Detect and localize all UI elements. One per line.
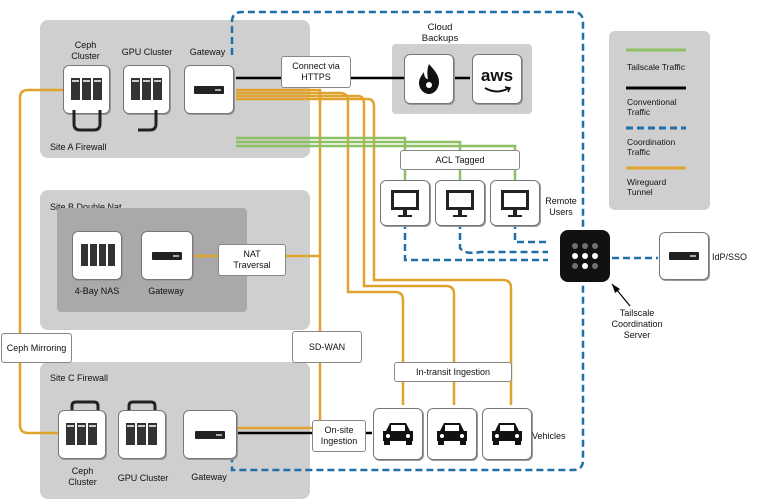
site-c-ceph-loop-icon [70,400,100,414]
server-device-icon [669,252,699,260]
server-rack-icon [66,423,97,445]
flame-logo-icon [419,64,439,94]
in-transit-ingestion-tag: In-transit Ingestion [394,362,512,382]
site-a-gpu-cluster[interactable] [123,65,170,114]
tailscale-coordination-server[interactable] [560,230,610,282]
legend-wireguard-label: Wireguard Tunnel [627,177,667,197]
flame-logo-card[interactable] [404,54,454,104]
wireguard-site-a-to-sdwan [236,88,322,430]
vehicle-1[interactable] [373,408,423,460]
coordination-link-outer [230,10,585,472]
site-b-gateway[interactable] [141,231,193,280]
vehicle-3[interactable] [482,408,532,460]
aws-smile-icon [484,86,512,93]
cloud-backups-title: Cloud Backups [421,22,459,44]
site-a-gpu-label: GPU Cluster [121,47,173,57]
site-a-ceph-cluster[interactable] [63,65,110,114]
aws-logo-card[interactable]: aws [472,54,522,104]
site-c-gateway-label: Gateway [191,472,227,482]
remote-user-1[interactable] [380,180,430,226]
site-a-ceph-loop-icon [72,110,102,132]
site-b-label: Site B Double Nat [50,202,122,212]
site-b-nas-label: 4-Bay NAS [74,286,120,296]
nas-icon [81,244,115,266]
site-b-nas[interactable] [72,231,122,280]
site-c-ceph-cluster[interactable] [58,410,106,459]
sd-wan-tag: SD-WAN [292,331,362,363]
legend-panel [609,31,710,210]
site-a-gateway[interactable] [184,65,234,114]
site-a-label: Site A Firewall [50,142,107,152]
wireguard-transit-2 [236,94,456,405]
ceph-mirroring-tag: Ceph Mirroring [1,333,72,363]
legend-conventional-label: Conventional Traffic [627,97,677,117]
site-c-gpu-loop-icon [127,400,157,414]
site-c-gpu-cluster[interactable] [118,410,166,459]
coordination-server-label: Tailscale Coordination Server [611,308,663,340]
site-c-gateway[interactable] [183,410,237,459]
gateway-router-icon [194,86,224,94]
legend-tailscale-label: Tailscale Traffic [627,62,685,72]
monitor-icon [446,190,474,217]
gateway-router-icon [195,431,225,439]
wireguard-transit-3 [236,97,513,405]
coordination-link-remote-users-2 [458,222,548,255]
vehicle-2[interactable] [427,408,477,460]
legend-coordination-label: Coordination Traffic [627,137,676,157]
server-rack-icon [71,78,102,100]
server-rack-icon [126,423,157,445]
wireguard-ceph-mirroring [18,88,74,435]
aws-logo-text: aws [480,66,514,85]
gateway-router-icon [152,252,182,260]
on-site-ingestion-tag: On-site Ingestion [312,420,366,452]
site-a-gateway-label: Gateway [189,47,226,57]
idp-sso-device[interactable] [659,232,709,280]
site-c-label: Site C Firewall [50,373,109,383]
remote-user-2[interactable] [435,180,485,226]
wireguard-transit-1 [236,91,405,405]
coordination-link-remote-users [403,222,548,262]
coordination-link-remote-users-3 [513,222,548,244]
nat-traversal-tag: NAT Traversal [218,244,286,276]
monitor-icon [391,190,419,217]
site-c-gpu-label: GPU Cluster [117,473,169,483]
remote-user-3[interactable] [490,180,540,226]
site-a-ceph-label: Ceph Cluster [71,40,100,61]
site-a-gpu-loop-icon [138,110,158,132]
car-icon [492,423,522,445]
site-c-ceph-label: Ceph Cluster [68,466,97,487]
site-b-gateway-label: Gateway [148,286,184,296]
acl-tagged-tag: ACL Tagged [400,150,520,170]
connect-https-tag: Connect via HTTPS [281,56,351,88]
car-icon [437,423,467,445]
car-icon [383,423,413,445]
idp-sso-label: IdP/SSO [712,252,748,262]
tailscale-logo-icon [572,243,598,269]
server-rack-icon [131,78,162,100]
monitor-icon [501,190,529,217]
remote-users-label: Remote Users [545,196,577,217]
vehicles-label: Vehicles [532,431,566,441]
